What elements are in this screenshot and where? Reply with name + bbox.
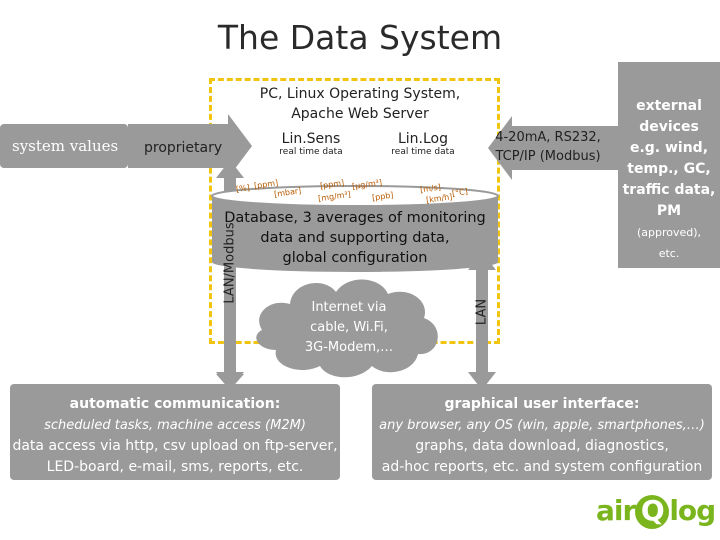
module-linsens-name: Lin.Sens [281, 131, 341, 147]
automatic-communication-panel: automatic communication: scheduled tasks… [10, 384, 340, 480]
logo-q: Q [635, 495, 670, 529]
cloud-line2: cable, Wi.Fi, [310, 320, 388, 335]
external-line-1: devices [639, 119, 699, 135]
internet-cloud-label: Internet via cable, Wi.Fi, 3G-Modem,… [284, 298, 414, 358]
system-values-box: system values [0, 124, 128, 168]
proprietary-label: proprietary [144, 140, 223, 156]
auto-comm-line3: LED-board, e-mail, sms, reports, etc. [46, 459, 304, 475]
cloud-line3: 3G-Modem,… [304, 340, 394, 355]
database-line1: Database, 3 averages of monitoring [224, 210, 486, 226]
external-line-3: temp., GC, [627, 161, 711, 177]
external-line-2: e.g. wind, [629, 140, 709, 156]
gui-line1: any browser, any OS (win, apple, smartph… [379, 418, 705, 433]
auto-comm-heading: automatic communication: [69, 396, 281, 412]
database-line2: data and supporting data, [260, 230, 450, 246]
page-title: The Data System [217, 18, 503, 57]
module-linlog-name: Lin.Log [397, 131, 449, 147]
gui-line2: graphs, data download, diagnostics, [415, 438, 669, 454]
external-approved: (approved), [636, 226, 702, 239]
logo-log: log [669, 494, 716, 527]
lan-text: LAN [474, 298, 490, 326]
module-linsens: Lin.Sens real time data [256, 131, 366, 157]
database-line3: global configuration [282, 250, 428, 266]
arrow-lan-modbus [216, 160, 244, 390]
auto-comm-line1: scheduled tasks, machine access (M2M) [44, 418, 306, 433]
gui-heading: graphical user interface: [444, 396, 640, 412]
arrow-lan [468, 252, 496, 390]
interfaces-line1: 4-20mA, RS232, [495, 130, 601, 145]
cloud-line1: Internet via [311, 300, 387, 315]
interfaces-label: 4-20mA, RS232, TCP/IP (Modbus) [488, 128, 608, 166]
external-line-4: traffic data, [622, 182, 716, 198]
database-label: Database, 3 averages of monitoring data … [214, 208, 496, 268]
arrow-system-to-server [128, 114, 252, 178]
gui-panel: graphical user interface: any browser, a… [372, 384, 712, 480]
module-linlog-sub: real time data [391, 147, 455, 157]
pc-line1: PC, Linux Operating System, [259, 86, 461, 102]
module-linsens-sub: real time data [279, 147, 343, 157]
logo-air: air [596, 494, 636, 527]
internet-cloud [256, 279, 438, 378]
lan-label: LAN [471, 252, 493, 372]
gui-line3: ad-hoc reports, etc. and system configur… [381, 459, 703, 475]
external-etc: etc. [658, 247, 680, 260]
pc-title: PC, Linux Operating System, Apache Web S… [230, 84, 490, 124]
arrow-external-to-server [488, 116, 618, 180]
external-devices-box: external devices e.g. wind, temp., GC, t… [618, 62, 720, 268]
pc-line2: Apache Web Server [291, 106, 429, 122]
external-line-5: PM [656, 203, 682, 219]
database-cylinder [211, 185, 499, 272]
module-linlog: Lin.Log real time data [368, 131, 478, 157]
arrow-down-left [216, 374, 244, 390]
external-line-0: external [636, 98, 702, 114]
interfaces-line2: TCP/IP (Modbus) [495, 149, 601, 164]
unit-label: [%] [235, 183, 251, 194]
auto-comm-line2: data access via http, csv upload on ftp-… [12, 438, 338, 454]
